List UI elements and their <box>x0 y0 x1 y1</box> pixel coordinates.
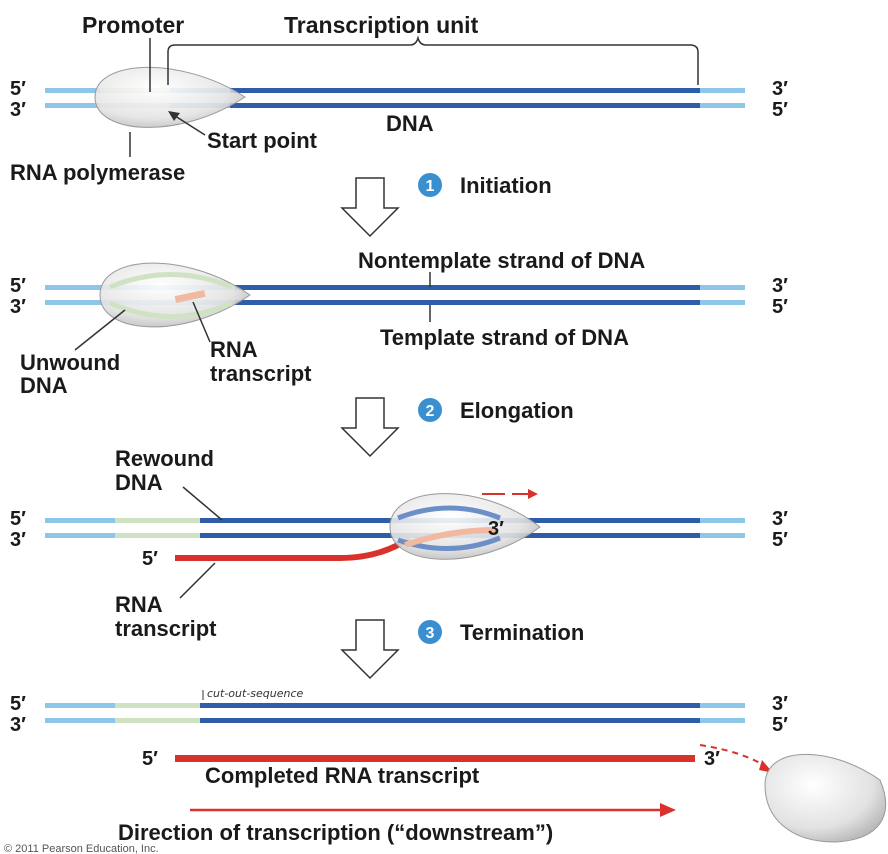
end-label-5prime: 5′ <box>10 78 26 100</box>
step-name: Elongation <box>460 398 574 423</box>
end-label-5prime: 5′ <box>10 508 26 530</box>
bottom-strand-dark <box>200 718 700 723</box>
rna-polymerase-label: RNA polymerase <box>10 160 185 185</box>
end-label-5prime: 5′ <box>772 714 788 736</box>
end-label-3prime: 3′ <box>10 99 26 121</box>
step-name: Initiation <box>460 173 552 198</box>
start-point-pointer <box>171 113 206 136</box>
rna-in-bubble <box>404 527 496 548</box>
step-number: 2 <box>426 403 435 420</box>
end-label-3prime: 3′ <box>772 693 788 715</box>
unwound-dna-pointer <box>74 309 126 351</box>
unwound-dna-label-line2: DNA <box>20 373 68 398</box>
transcript-3prime-label: 3′ <box>704 748 720 770</box>
dna-label: DNA <box>386 111 434 136</box>
completed-rna-transcript <box>175 755 695 762</box>
rna-transcript-pointer <box>179 562 216 599</box>
step-initiation: 1 Initiation <box>340 173 552 238</box>
rna-transcript-label-line1: RNA <box>115 592 163 617</box>
unwound-top-strand <box>109 272 233 290</box>
panel-initiation-setup: Promoter Transcription unit 5′ 3′ 3′ 5′ … <box>10 12 788 185</box>
step-number: 1 <box>426 178 435 195</box>
transcription-unit-label: Transcription unit <box>284 12 479 38</box>
panel-initiation-bubble: Nontemplate strand of DNA Template stran… <box>10 248 788 398</box>
promoter-region-bottom <box>115 718 200 723</box>
top-strand-dark <box>230 88 700 93</box>
panel-elongation: Rewound DNA 5′ 3′ 3′ 5′ 5′ 3′ RNA transc… <box>10 446 788 641</box>
end-label-5prime: 5′ <box>772 99 788 121</box>
end-label-3prime: 3′ <box>772 275 788 297</box>
promoter-label: Promoter <box>82 12 184 38</box>
transcription-unit-bracket <box>167 35 699 85</box>
bottom-strand-dark <box>235 300 700 305</box>
template-strand-label: Template strand of DNA <box>380 325 629 350</box>
down-arrow <box>340 177 400 238</box>
end-label-3prime: 3′ <box>772 508 788 530</box>
direction-arrowhead <box>660 803 676 817</box>
copyright-text: © 2011 Pearson Education, Inc. <box>4 843 159 854</box>
step-number-circle <box>418 173 442 197</box>
movement-arrowhead <box>528 489 538 499</box>
rna-transcript-pointer <box>192 301 211 343</box>
down-arrow <box>340 397 400 458</box>
transcript-5prime-label: 5′ <box>142 748 158 770</box>
rna-transcript-label-line2: transcript <box>210 361 312 386</box>
start-point-label: Start point <box>207 128 318 153</box>
rna-transcript-growing <box>175 535 412 561</box>
step-number-circle <box>418 620 442 644</box>
step-elongation: 2 Elongation <box>340 397 574 458</box>
step-number-circle <box>418 398 442 422</box>
rna-polymerase-shape <box>94 66 246 128</box>
end-label-3prime: 3′ <box>772 78 788 100</box>
nontemplate-strand-label: Nontemplate strand of DNA <box>358 248 645 273</box>
end-label-3prime: 3′ <box>10 714 26 736</box>
step-name: Termination <box>460 620 584 645</box>
direction-label: Direction of transcription (“downstream”… <box>118 820 553 845</box>
step-number: 3 <box>426 625 435 642</box>
end-label-5prime: 5′ <box>772 296 788 318</box>
end-label-3prime: 3′ <box>10 529 26 551</box>
step-termination: 3 Termination <box>340 619 584 680</box>
completed-transcript-label: Completed RNA transcript <box>205 763 480 788</box>
bottom-strand-dark <box>230 103 700 108</box>
panel-termination: cut-out-sequence 5′ 3′ 3′ 5′ 5′ 3′ Compl… <box>4 687 887 854</box>
rewound-dna-label-line2: DNA <box>115 470 163 495</box>
rna-transcript-label-line1: RNA <box>210 337 258 362</box>
rna-transcript-label-line2: transcript <box>115 616 217 641</box>
promoter-region-top <box>115 518 200 523</box>
transcript-5prime-label: 5′ <box>142 548 158 570</box>
unwound-dna-label-line1: Unwound <box>20 350 120 375</box>
released-rna-polymerase <box>764 753 887 843</box>
end-label-3prime: 3′ <box>10 296 26 318</box>
transcript-3prime-label: 3′ <box>488 518 504 540</box>
rewound-dna-pointer <box>182 486 223 521</box>
rewound-dna-label-line1: Rewound <box>115 446 214 471</box>
start-point-arrowhead <box>168 111 180 121</box>
top-strand-dark <box>200 703 700 708</box>
rna-transcript-short <box>174 289 206 304</box>
end-label-5prime: 5′ <box>10 693 26 715</box>
handwritten-note: cut-out-sequence <box>207 687 304 700</box>
promoter-region-top <box>115 703 200 708</box>
bubble-top-strand <box>397 505 501 521</box>
end-label-5prime: 5′ <box>772 529 788 551</box>
promoter-region-bottom <box>115 533 200 538</box>
top-strand-dark <box>235 285 700 290</box>
end-label-5prime: 5′ <box>10 275 26 297</box>
down-arrow <box>340 619 400 680</box>
unwound-bottom-strand <box>108 300 233 319</box>
